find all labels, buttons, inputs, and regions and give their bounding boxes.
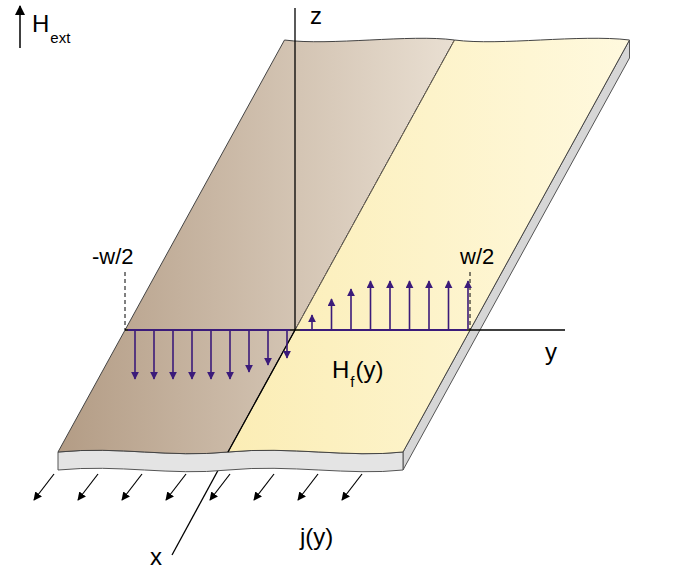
- field-subscript: f: [350, 374, 354, 389]
- field-arrow: [191, 331, 193, 379]
- field-arrow: [428, 281, 430, 329]
- x-axis: [228, 330, 295, 452]
- dimension-label: -w/2: [92, 246, 134, 268]
- field-subscript: ext: [50, 30, 70, 45]
- axis-label: z: [310, 4, 322, 28]
- current-arrow: [166, 474, 186, 500]
- current-arrow: [254, 474, 274, 500]
- field-arrow: [370, 281, 372, 329]
- edge-marker: [125, 272, 126, 330]
- current-arrows: [34, 474, 362, 500]
- z-axis: [294, 8, 295, 330]
- field-arrow: [467, 281, 469, 329]
- field-arrow: [331, 299, 333, 329]
- field-arrow: [229, 331, 231, 379]
- current-label: j(y): [300, 525, 333, 549]
- edge-marker: [470, 272, 471, 330]
- field-arrow: [409, 281, 411, 329]
- field-argument: (y): [356, 358, 384, 382]
- axis-label: y: [545, 340, 557, 364]
- field-baseline: [128, 329, 290, 331]
- field-arrow: [350, 289, 352, 329]
- strip-right-half: [228, 38, 630, 453]
- current-arrow: [342, 474, 362, 500]
- field-arrow: [448, 281, 450, 329]
- current-arrow: [34, 474, 54, 500]
- axis-label: x: [150, 545, 162, 569]
- strip-center-line: [228, 40, 455, 452]
- dimension-label: w/2: [460, 246, 494, 268]
- field-arrow: [311, 315, 313, 329]
- field-baseline: [300, 329, 467, 331]
- field-arrow: [210, 331, 212, 379]
- field-symbol: H: [32, 12, 49, 36]
- field-arrow: [172, 331, 174, 379]
- field-arrow: [286, 331, 288, 358]
- field-arrow: [389, 281, 391, 329]
- field-arrows: [128, 281, 468, 379]
- current-arrow: [122, 474, 142, 500]
- field-arrow: [153, 331, 155, 379]
- current-arrow: [298, 474, 318, 500]
- field-arrow: [134, 331, 136, 379]
- field-arrow: [248, 331, 250, 372]
- field-arrow: [267, 331, 269, 365]
- current-arrow: [78, 474, 98, 500]
- y-axis: [125, 329, 565, 330]
- current-arrow: [210, 474, 230, 500]
- external-field-arrow: [19, 6, 21, 48]
- field-symbol: H: [332, 358, 349, 382]
